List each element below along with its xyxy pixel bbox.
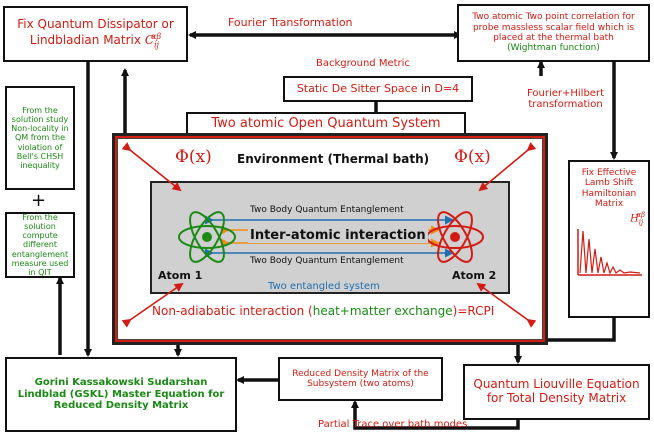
- wightman-label: (Wightman function): [507, 43, 600, 54]
- entanglement-measure-box: From the solution compute different enta…: [5, 212, 75, 278]
- dissipator-line2: Lindbladian Matrix: [29, 33, 141, 48]
- gskl-box: Gorini Kassakowski Sudarshan Lindblad (G…: [5, 357, 237, 432]
- liouville-text: Quantum Liouville Equation for Total Den…: [473, 377, 640, 405]
- fourier-label: Fourier Transformation: [228, 16, 353, 29]
- reduced-density-text: Reduced Density Matrix of the Subsystem …: [292, 368, 429, 389]
- lamb-shift-box: Fix Effective Lamb Shift Hamiltonian Mat…: [568, 160, 650, 318]
- fourier-hilbert-label: Fourier+Hilbert transformation: [527, 88, 604, 110]
- background-metric-label: Background Metric: [316, 58, 410, 69]
- dissipator-line1: Fix Quantum Dissipator or: [17, 17, 174, 32]
- phi-right-label: Φ(x): [454, 147, 491, 167]
- interaction-label: Inter-atomic interaction: [248, 228, 428, 244]
- desitter-box: Static De Sitter Space in D=4: [283, 76, 473, 102]
- desitter-label: Static De Sitter Space in D=4: [296, 81, 460, 95]
- correlation-text: Two atomic Two point correlation for pro…: [472, 12, 635, 43]
- lamb-shift-symbol: Hijαβ: [630, 211, 645, 227]
- open-system-title: Two atomic Open Quantum System: [186, 112, 466, 136]
- reduced-density-box: Reduced Density Matrix of the Subsystem …: [278, 357, 443, 401]
- heat-matter-label: heat+matter exchange: [312, 304, 453, 318]
- nonadiabatic-label: Non-adiabatic interaction (heat+matter e…: [152, 304, 495, 318]
- nonlocality-box: From the solution study Non-locality in …: [5, 86, 75, 190]
- environment-label: Environment (Thermal bath): [237, 152, 430, 166]
- phi-left-label: Φ(x): [175, 147, 212, 167]
- correlation-box: Two atomic Two point correlation for pro…: [457, 4, 650, 62]
- plus-sign: +: [31, 190, 47, 211]
- entangle-bottom-label: Two Body Quantum Entanglement: [250, 256, 404, 266]
- liouville-box: Quantum Liouville Equation for Total Den…: [463, 364, 650, 420]
- entangle-top-label: Two Body Quantum Entanglement: [250, 205, 404, 215]
- open-system-label: Two atomic Open Quantum System: [211, 115, 441, 131]
- entanglement-measure-text: From the solution compute different enta…: [11, 212, 69, 277]
- atom-2-label: Atom 2: [452, 269, 497, 282]
- nonlocality-text: From the solution study Non-locality in …: [11, 105, 69, 170]
- entangled-system-label: Two entangled system: [268, 281, 380, 292]
- gskl-text: Gorini Kassakowski Sudarshan Lindblad (G…: [17, 377, 225, 412]
- lamb-shift-text: Fix Effective Lamb Shift Hamiltonian Mat…: [581, 168, 637, 210]
- atom-1-label: Atom 1: [158, 269, 203, 282]
- dissipator-symbol: Cijαβ: [144, 32, 162, 50]
- damped-oscillation-icon: [577, 228, 642, 276]
- partial-trace-label: Partial Trace over bath modes: [318, 419, 468, 430]
- partial-trace-arrow: [351, 400, 520, 430]
- dissipator-box: Fix Quantum Dissipator or Lindbladian Ma…: [3, 6, 188, 62]
